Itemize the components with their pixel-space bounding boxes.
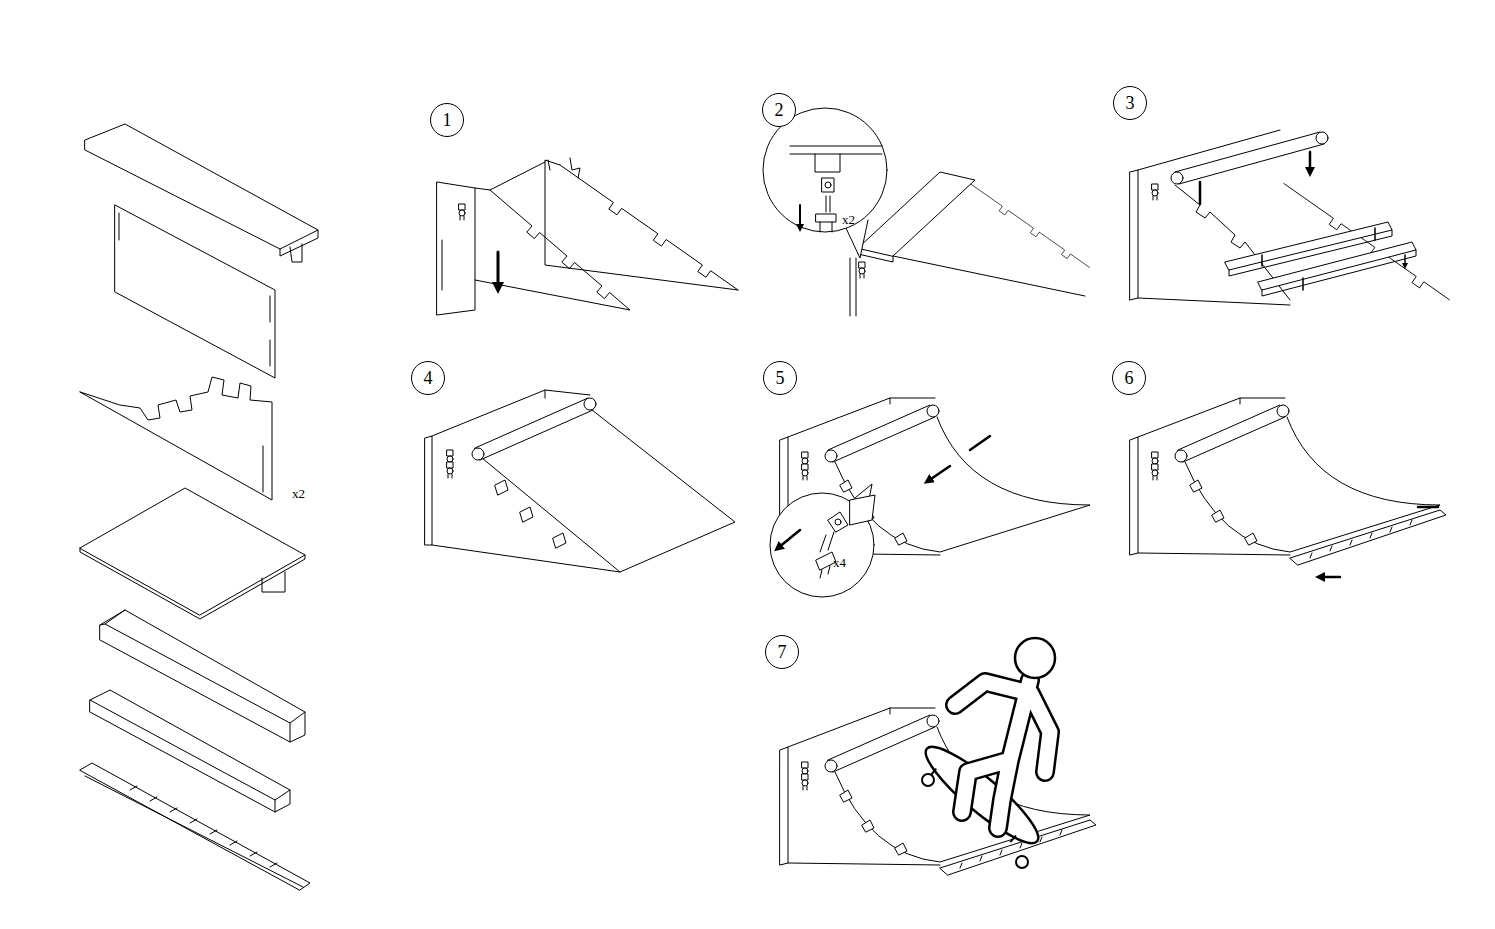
step-4-ramp-part — [475, 398, 593, 460]
step-4-ramp-part — [584, 398, 596, 410]
step-3-frame-part — [1175, 132, 1324, 184]
step-1-frame-part — [560, 165, 738, 290]
step-3-frame-part — [1171, 172, 1183, 184]
step-number: 7 — [765, 635, 799, 669]
step-5-ramp-part — [850, 495, 875, 525]
step-number-text: 2 — [775, 100, 784, 121]
step-3-frame-part — [1316, 132, 1328, 144]
skater-figure-part — [1015, 638, 1055, 678]
step-number-text: 3 — [1126, 93, 1135, 114]
step-1-frame — [437, 158, 738, 315]
step-2-frame-part — [790, 146, 882, 172]
step-3-frame-part — [1152, 184, 1158, 200]
transition-strip-part — [85, 776, 303, 887]
step-2-frame-part — [850, 256, 1085, 316]
transition-strip-part — [80, 763, 310, 890]
step-1-frame-part — [475, 190, 630, 310]
step-2-frame — [763, 108, 1090, 316]
step-3-frame-part — [1258, 242, 1416, 290]
step-4-ramp-part — [425, 436, 432, 545]
step-2-frame-part — [825, 182, 831, 188]
step-number: 6 — [1112, 361, 1146, 395]
step-5-ramp-part — [816, 512, 848, 570]
step-5-ramp-part — [835, 519, 841, 525]
step-number: 2 — [762, 93, 796, 127]
step-number-text: 4 — [424, 368, 433, 389]
deck-board-part — [280, 230, 318, 262]
step-3-frame-part — [1262, 228, 1405, 290]
step-1-frame-part — [442, 240, 443, 290]
step-5-ramp — [770, 398, 1090, 597]
side-panel — [80, 377, 272, 500]
skater-figure-part — [922, 774, 934, 786]
step-6-ramp-part — [1290, 510, 1446, 565]
step-1-frame-part — [548, 158, 580, 178]
step-1-frame-part — [459, 204, 465, 220]
side-panel-part — [263, 446, 264, 492]
step-1-frame-part — [437, 182, 475, 315]
step-5-ramp-part — [820, 532, 834, 578]
step-6-ramp — [1130, 398, 1446, 577]
step-6-ramp-part — [1310, 520, 1412, 558]
ramp-surface-plate-part — [80, 488, 305, 615]
skater-figure-part — [1016, 856, 1028, 868]
step-1-frame-part — [545, 160, 738, 290]
side-panel-part — [80, 377, 272, 500]
back-panel-part — [115, 205, 275, 378]
step-2-frame-part — [799, 205, 801, 228]
step-number: 3 — [1113, 86, 1147, 120]
step-2-frame-part — [820, 196, 832, 232]
step-number-text: 6 — [1125, 368, 1134, 389]
skater-figure-part — [916, 736, 1048, 855]
step-3-frame-part — [1130, 170, 1138, 300]
step-5-ramp-part — [778, 530, 800, 548]
quantity-label: x2 — [292, 486, 305, 502]
step-number: 5 — [763, 361, 797, 395]
transition-strip — [80, 763, 310, 890]
ramp-surface-plate-part — [80, 548, 305, 619]
step-number-text: 1 — [443, 110, 452, 131]
step-number-text: 5 — [776, 368, 785, 389]
step-3-frame-part — [1200, 152, 1310, 204]
back-panel — [115, 205, 275, 378]
step-4-ramp-part — [472, 448, 484, 460]
ramp-surface-plate — [80, 488, 305, 619]
quantity-label: x4 — [833, 555, 846, 571]
skater-figure-part — [955, 680, 1050, 828]
step-number: 4 — [411, 361, 445, 395]
skater-figure — [916, 638, 1055, 868]
skater-figure-part-part — [916, 736, 1048, 855]
skater-figure-part — [955, 680, 1050, 828]
step-number-text: 7 — [778, 642, 787, 663]
step-5-ramp-part — [770, 493, 874, 597]
step-3-frame — [1130, 130, 1449, 305]
step-2-frame-part-part — [965, 180, 1090, 268]
step-1-frame-part — [497, 252, 500, 288]
step-3-frame-part — [1262, 250, 1416, 296]
step-2-frame-part — [859, 262, 865, 278]
step-2-frame-part — [858, 248, 893, 262]
step-4-ramp — [425, 390, 735, 572]
support-slat-part — [90, 700, 290, 812]
step-6-ramp-part — [1320, 507, 1438, 577]
step-5-ramp-part — [928, 436, 990, 481]
quantity-label: x2 — [842, 212, 855, 228]
step-1-frame-part — [475, 162, 545, 190]
step-2-frame-part — [965, 180, 1090, 268]
back-panel-part — [119, 213, 270, 366]
step-number: 1 — [430, 103, 464, 137]
step-4-ramp-part — [447, 462, 453, 478]
